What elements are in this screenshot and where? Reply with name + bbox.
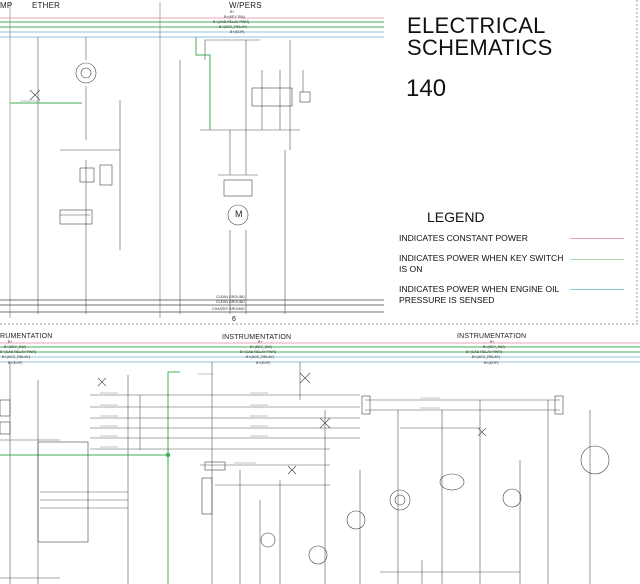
legend-item-oil-pressure: INDICATES POWER WHEN ENGINE OIL PRESSURE… bbox=[399, 284, 559, 305]
bottom-power-buses bbox=[0, 342, 640, 363]
bus-label-bm-4: B+(EOP) bbox=[256, 361, 271, 365]
bus-label-bl-3: B+(ACC_RELAY) bbox=[2, 355, 30, 359]
bus-label-br-3: B+(ACC_RELAY) bbox=[472, 355, 500, 359]
bottom-keyon-feed bbox=[0, 371, 180, 584]
bus-label-br-2: B+(CAB RELAY PWR) bbox=[466, 350, 503, 354]
header-wipers: W/PERS bbox=[229, 1, 262, 10]
bus-label-bm-2: B+(CAB RELAY PWR) bbox=[240, 350, 277, 354]
bus-label-br-0: B+ bbox=[490, 340, 495, 344]
title-line-2: SCHEMATICS bbox=[407, 35, 553, 60]
top-column-dividers bbox=[9, 2, 161, 318]
splice-node bbox=[165, 452, 171, 458]
legend-swatch-oil-pressure bbox=[570, 289, 624, 290]
bus-label-top-3: B+(ACC_RELAY) bbox=[219, 25, 247, 29]
wire-tag-marks bbox=[20, 100, 440, 464]
bus-label-br-4: B+(EOP) bbox=[484, 361, 499, 365]
header-bottom-right: INSTRUMENTATION bbox=[457, 333, 527, 340]
header-bottom-middle: INSTRUMENTATION bbox=[222, 334, 292, 341]
legend-item-key-on: INDICATES POWER WHEN KEY SWITCH IS ON bbox=[399, 253, 564, 274]
bus-label-bl-4: B+(EOP) bbox=[8, 361, 23, 365]
bus-label-top-4: B+(EOP) bbox=[230, 30, 245, 34]
bus-label-bl-2: B+(CAB RELAY PWR) bbox=[0, 350, 37, 354]
sheet-number: 6 bbox=[232, 316, 236, 323]
bus-label-top-1: B+(KEY SW) bbox=[224, 15, 245, 19]
header-ether: ETHER bbox=[32, 1, 61, 10]
bus-label-bm-3: B+(ACC_RELAY) bbox=[246, 355, 274, 359]
title-line-1: ELECTRICAL bbox=[407, 13, 546, 38]
bottom-wiring bbox=[0, 362, 591, 584]
ground-label-0: CLEAN GROUND bbox=[216, 295, 245, 299]
bus-label-top-2: B+(CAB RELAY PWR) bbox=[213, 20, 250, 24]
top-power-buses bbox=[0, 17, 384, 38]
legend-heading: LEGEND bbox=[427, 209, 485, 225]
bus-label-top-0: B+ bbox=[230, 10, 235, 14]
motor-label: M bbox=[235, 209, 243, 219]
legend-swatch-key-on bbox=[570, 259, 624, 260]
bus-label-bl-1: B+(KEY_SW) bbox=[4, 345, 26, 349]
ground-label-1: CLEAN GROUND bbox=[216, 300, 245, 304]
page-number: 140 bbox=[406, 75, 447, 102]
bus-label-bm-0: B+ bbox=[258, 340, 263, 344]
ground-label-2: CHASSIS GROUND bbox=[212, 307, 245, 311]
header-bottom-left-fragment: RUMENTATION bbox=[0, 333, 53, 340]
top-ground-buses bbox=[0, 299, 384, 313]
top-components bbox=[29, 62, 311, 226]
top-keyon-feed bbox=[10, 37, 211, 130]
legend-swatch-constant-power bbox=[570, 238, 624, 239]
bus-label-bm-1: B+(KEY_SW) bbox=[250, 345, 272, 349]
bus-label-bl-0: B+ bbox=[8, 340, 13, 344]
bus-label-br-1: B+(KEY_SW) bbox=[483, 345, 505, 349]
bottom-components bbox=[0, 372, 610, 565]
legend-item-constant-power: INDICATES CONSTANT POWER bbox=[399, 233, 528, 243]
header-top-left-fragment: MP bbox=[0, 1, 13, 10]
